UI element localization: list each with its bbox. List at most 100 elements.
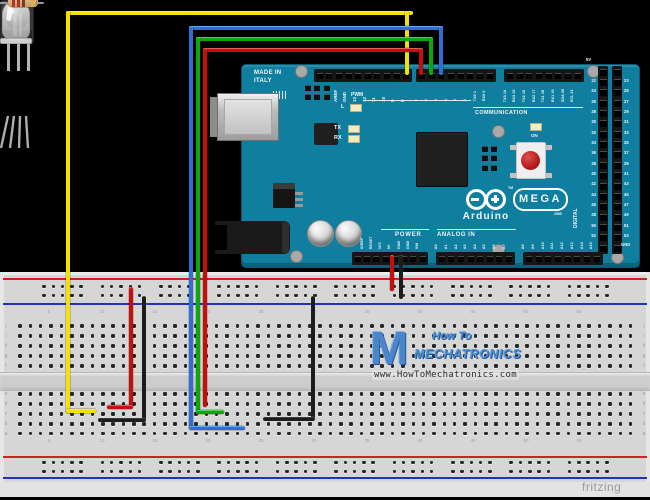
grid-hole xyxy=(628,324,633,328)
digital-pin-number: 26 xyxy=(591,98,596,104)
rail-hole xyxy=(420,469,425,474)
grid-hole xyxy=(69,422,74,426)
grid-hole xyxy=(463,422,467,426)
digital-double-header-col2-pin xyxy=(613,120,621,128)
grid-hole xyxy=(308,354,312,358)
brand-url: www.HowToMechatronics.com xyxy=(372,370,519,380)
digital-double-header-col1-pin xyxy=(599,68,607,76)
rail-hole xyxy=(460,284,464,289)
grid-hole xyxy=(38,324,43,328)
grid-hole xyxy=(587,364,592,368)
analog-header-b-pin xyxy=(535,255,542,262)
digital-pin-number: 36 xyxy=(591,150,596,156)
grid-hole xyxy=(266,422,271,426)
grid-hole xyxy=(432,344,436,348)
rail-hole xyxy=(595,460,600,465)
digital-pin-number: 22 xyxy=(591,77,596,83)
grid-hole xyxy=(18,412,22,416)
grid-hole xyxy=(566,402,571,406)
digital-double-header-col2-pin xyxy=(613,161,621,169)
grid-hole xyxy=(587,392,592,396)
grid-hole xyxy=(225,431,229,436)
grid-hole xyxy=(515,354,519,358)
rail-hole xyxy=(42,293,46,298)
digital-double-header-col1 xyxy=(598,66,608,255)
grid-hole xyxy=(339,334,343,338)
grid-hole xyxy=(608,334,612,338)
grid-hole xyxy=(80,324,84,328)
grid-hole xyxy=(38,412,43,416)
rail-hole xyxy=(343,460,348,465)
top-header-comm-pin xyxy=(545,72,552,79)
grid-hole xyxy=(163,344,167,348)
grid-hole xyxy=(628,412,633,416)
grid-hole xyxy=(318,334,322,338)
grid-hole xyxy=(49,364,53,368)
grid-hole xyxy=(504,364,509,368)
rail-hole xyxy=(245,460,249,465)
row-letter: e xyxy=(642,391,646,397)
ir-receiver-leg1 xyxy=(7,43,10,71)
grid-hole xyxy=(152,364,157,368)
grid-hole xyxy=(111,422,115,426)
analog-divider-line xyxy=(437,229,516,230)
grid-hole xyxy=(380,324,385,328)
grid-hole xyxy=(463,364,467,368)
grid-hole xyxy=(452,422,457,426)
grid-hole xyxy=(256,324,260,328)
grid-hole xyxy=(504,431,509,436)
digital-double-header-col2-pin xyxy=(613,213,621,221)
grid-hole xyxy=(566,364,571,368)
digital-double-header-col1-pin xyxy=(599,172,607,180)
icsp2-header-pin xyxy=(482,146,488,152)
grid-hole xyxy=(256,334,260,338)
grid-hole xyxy=(421,412,426,416)
grid-hole xyxy=(556,324,560,328)
grid-hole xyxy=(359,364,364,368)
voltage-regulator-leg1 xyxy=(295,192,303,195)
analog-header-b-pin xyxy=(564,255,571,262)
grid-hole xyxy=(577,431,581,436)
grid-hole xyxy=(245,354,250,358)
grid-hole xyxy=(90,354,95,358)
grid-hole xyxy=(38,334,43,338)
row-letter: g xyxy=(4,353,8,359)
grid-hole xyxy=(111,354,115,358)
grid-hole xyxy=(235,422,240,426)
rail-hole xyxy=(509,293,513,298)
digital-double-header-col2-pin xyxy=(613,182,621,190)
column-number: 10 xyxy=(99,438,105,443)
grid-hole xyxy=(38,422,43,426)
grid-hole xyxy=(38,402,43,406)
rail-hole xyxy=(79,469,83,474)
power-jack-face xyxy=(282,222,289,253)
analog-header-a xyxy=(436,252,515,265)
resistor-3-band4 xyxy=(31,0,34,7)
grid-hole xyxy=(297,344,302,348)
digital-pin-number: 37 xyxy=(624,150,629,156)
grid-hole xyxy=(28,422,33,426)
row-letter: c xyxy=(4,411,8,417)
grid-hole xyxy=(359,344,364,348)
grid-hole xyxy=(132,334,136,338)
rail-hole xyxy=(567,469,572,474)
grid-hole xyxy=(38,392,43,396)
column-number: 35 xyxy=(364,438,370,443)
grid-hole xyxy=(90,364,95,368)
grid-hole xyxy=(59,364,64,368)
grid-hole xyxy=(359,431,364,436)
brand-monogram: M xyxy=(370,322,409,374)
grid-hole xyxy=(235,364,240,368)
grid-hole xyxy=(546,334,550,338)
grid-hole xyxy=(163,392,167,396)
grid-hole xyxy=(256,392,260,396)
digital-double-header-col2-pin xyxy=(613,68,621,76)
digital-double-header-col2-pin xyxy=(613,141,621,149)
column-number: 45 xyxy=(470,438,476,443)
rail-hole xyxy=(451,469,455,474)
top-header-comm-pin xyxy=(535,72,542,79)
grid-hole xyxy=(328,412,333,416)
rail-hole xyxy=(537,469,541,474)
rail-hole xyxy=(595,284,600,289)
grid-hole xyxy=(18,364,22,368)
